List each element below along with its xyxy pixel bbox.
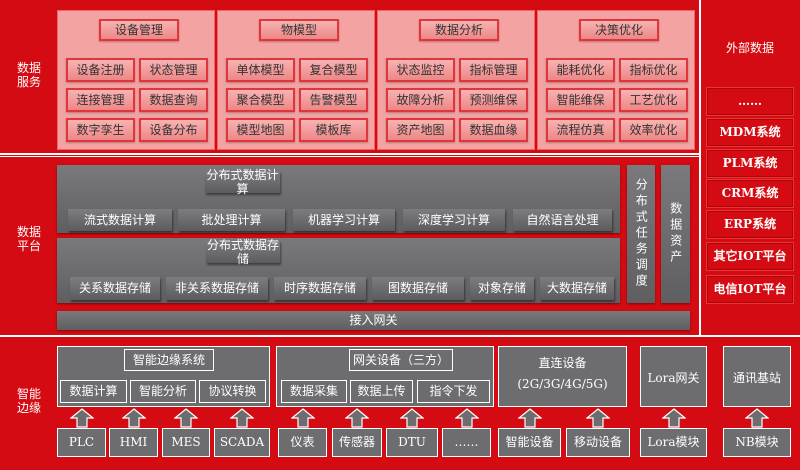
service-item[interactable]: 效率优化 <box>619 118 688 142</box>
up-arrow-icon <box>586 408 610 428</box>
storage-item[interactable]: 关系数据存储 <box>70 277 160 300</box>
divider <box>0 156 700 157</box>
service-item[interactable]: 状态管理 <box>139 58 208 82</box>
section-label-data-platform: 数据平台 <box>16 224 41 253</box>
lora-gateway[interactable]: Lora网关 <box>640 346 707 407</box>
service-item[interactable]: 聚合模型 <box>226 88 295 112</box>
up-arrow-icon <box>454 408 479 428</box>
section-label-smart-edge: 智能边缘 <box>16 386 41 415</box>
service-item[interactable]: 设备注册 <box>66 58 135 82</box>
service-item[interactable]: 数据血缘 <box>459 118 528 142</box>
service-item[interactable]: 指标管理 <box>459 58 528 82</box>
task-scheduler[interactable]: 分布式任务调度 <box>627 165 655 303</box>
compute-item[interactable]: 机器学习计算 <box>293 209 395 231</box>
gateway-device-item[interactable]: 指令下发 <box>417 380 490 403</box>
up-arrow-icon <box>661 408 686 428</box>
storage-item[interactable]: 对象存储 <box>470 277 534 300</box>
divider <box>0 335 800 337</box>
up-arrow-icon <box>517 408 542 428</box>
device-4[interactable]: 仪表 <box>278 428 327 457</box>
device-10[interactable]: Lora模块 <box>640 428 707 457</box>
base-station[interactable]: 通讯基站 <box>723 346 791 407</box>
service-panel-title: 设备管理 <box>99 19 179 41</box>
device-7[interactable]: …… <box>442 428 491 457</box>
edge-system-item[interactable]: 协议转换 <box>199 380 266 403</box>
divider <box>699 0 701 335</box>
service-item[interactable]: 数字孪生 <box>66 118 135 142</box>
service-panel-title: 决策优化 <box>579 19 659 41</box>
service-item[interactable]: 能耗优化 <box>546 58 615 82</box>
service-item[interactable]: 资产地图 <box>386 118 455 142</box>
service-panel-title: 物模型 <box>259 19 339 41</box>
device-11[interactable]: NB模块 <box>723 428 791 457</box>
storage-item[interactable]: 非关系数据存储 <box>166 277 268 300</box>
service-item[interactable]: 模型地图 <box>226 118 295 142</box>
divider <box>0 153 700 155</box>
up-arrow-icon <box>69 408 94 428</box>
device-5[interactable]: 传感器 <box>332 428 382 457</box>
service-item[interactable]: 指标优化 <box>619 58 688 82</box>
access-gateway[interactable]: 接入网关 <box>57 311 690 330</box>
device-0[interactable]: PLC <box>57 428 106 457</box>
service-item[interactable]: 单体模型 <box>226 58 295 82</box>
data-assets[interactable]: 数据资产 <box>661 165 690 303</box>
gateway-device-title: 网关设备（三方） <box>349 349 453 371</box>
gateway-device-item[interactable]: 数据上传 <box>350 380 413 403</box>
service-item[interactable]: 设备分布 <box>139 118 208 142</box>
edge-system-title: 智能边缘系统 <box>124 349 214 371</box>
compute-item[interactable]: 流式数据计算 <box>68 209 172 231</box>
up-arrow-icon <box>121 408 146 428</box>
storage-title: 分布式数据存储 <box>206 237 280 266</box>
service-item[interactable]: 故障分析 <box>386 88 455 112</box>
device-8[interactable]: 智能设备 <box>498 428 561 457</box>
service-item[interactable]: 告警模型 <box>299 88 368 112</box>
section-label-data-service: 数据服务 <box>16 60 41 89</box>
direct-device-title: 直连设备 <box>538 355 587 370</box>
edge-system-item[interactable]: 智能分析 <box>130 380 196 403</box>
storage-item[interactable]: 大数据存储 <box>540 277 614 300</box>
device-9[interactable]: 移动设备 <box>566 428 630 457</box>
service-item[interactable]: 复合模型 <box>299 58 368 82</box>
gateway-device-item[interactable]: 数据采集 <box>281 380 347 403</box>
service-item[interactable]: 预测维保 <box>459 88 528 112</box>
device-6[interactable]: DTU <box>386 428 438 457</box>
service-item[interactable]: 工艺优化 <box>619 88 688 112</box>
compute-item[interactable]: 深度学习计算 <box>403 209 505 231</box>
compute-item[interactable]: 自然语言处理 <box>513 209 612 231</box>
service-item[interactable]: 状态监控 <box>386 58 455 82</box>
up-arrow-icon <box>174 408 198 428</box>
up-arrow-icon <box>345 408 369 428</box>
storage-item[interactable]: 时序数据存储 <box>274 277 366 300</box>
up-arrow-icon <box>230 408 254 428</box>
service-panel-title: 数据分析 <box>419 19 499 41</box>
service-item[interactable]: 模板库 <box>299 118 368 142</box>
up-arrow-icon <box>400 408 424 428</box>
direct-device-subtitle: (2G/3G/4G/5G) <box>517 376 608 391</box>
service-item[interactable]: 流程仿真 <box>546 118 615 142</box>
storage-item[interactable]: 图数据存储 <box>372 277 464 300</box>
external-data-title: 外部数据 <box>725 40 774 55</box>
up-arrow-icon <box>290 408 315 428</box>
external-system[interactable]: PLM系统 <box>707 150 793 177</box>
device-2[interactable]: MES <box>162 428 210 457</box>
compute-title: 分布式数据计算 <box>205 167 280 196</box>
up-arrow-icon <box>745 408 769 428</box>
edge-system-item[interactable]: 数据计算 <box>60 380 127 403</box>
external-system[interactable]: MDM系统 <box>707 119 793 146</box>
external-system[interactable]: 电信IOT平台 <box>707 276 793 303</box>
external-system[interactable]: ERP系统 <box>707 211 793 238</box>
service-item[interactable]: 数据查询 <box>139 88 208 112</box>
compute-item[interactable]: 批处理计算 <box>178 209 285 231</box>
external-system[interactable]: CRM系统 <box>707 180 793 207</box>
service-item[interactable]: 连接管理 <box>66 88 135 112</box>
external-system[interactable]: 其它IOT平台 <box>707 243 793 270</box>
service-item[interactable]: 智能维保 <box>546 88 615 112</box>
external-system[interactable]: …… <box>707 88 793 115</box>
direct-device-panel <box>498 346 627 407</box>
device-1[interactable]: HMI <box>109 428 158 457</box>
device-3[interactable]: SCADA <box>214 428 270 457</box>
